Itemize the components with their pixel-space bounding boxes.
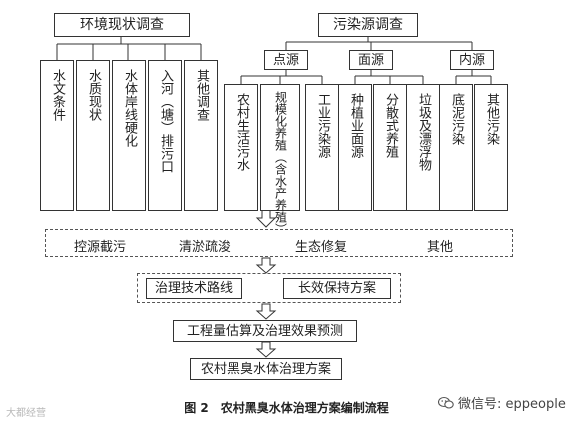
wechat-watermark: 微信号: eppeople [438, 393, 566, 412]
final-plan-box: 农村黑臭水体治理方案 [190, 358, 342, 380]
estimate-box: 工程量估算及治理效果预测 [173, 320, 357, 342]
source-item-label: 农村生活污水 [234, 93, 249, 171]
nonpoint-source-box: 面源 [349, 50, 393, 70]
long-term-plan-box: 长效保持方案 [283, 278, 391, 299]
survey-item-hydrology: 水文条件 [40, 60, 74, 211]
survey-item-sewage-outlets: 入河（塘）排污口 [148, 60, 182, 211]
source-watermark: 大都经营 [6, 408, 46, 419]
survey-item-label: 水文条件 [50, 69, 65, 121]
source-item-label: 垃圾及漂浮物 [416, 93, 431, 171]
measures-group [45, 229, 513, 257]
source-item-label: 底泥污染 [449, 93, 464, 145]
source-item-other-pollution: 其他污染 [474, 84, 508, 211]
measure-source-control: 控源截污 [73, 240, 127, 255]
survey-item-other: 其他调查 [184, 60, 218, 211]
source-item-garbage: 垃圾及漂浮物 [406, 84, 440, 211]
source-item-sediment: 底泥污染 [439, 84, 473, 211]
survey-item-label: 入河（塘）排污口 [158, 69, 173, 173]
source-item-label: 其他污染 [484, 93, 499, 145]
source-item-label: 规模化养殖（含水产养殖） [273, 91, 288, 235]
source-item-industrial: 工业污染源 [305, 84, 339, 211]
source-item-scattered-farming: 分散式养殖 [373, 84, 407, 211]
environment-survey-title: 环境现状调查 [54, 13, 190, 37]
source-item-label: 工业污染源 [315, 93, 330, 158]
survey-item-label: 其他调查 [194, 69, 209, 121]
survey-item-label: 水质现状 [86, 69, 101, 121]
technical-route-box: 治理技术路线 [146, 278, 242, 299]
measure-dredging: 清淤疏浚 [178, 240, 232, 255]
pollution-survey-title: 污染源调查 [318, 13, 418, 37]
source-item-livestock: 规模化养殖（含水产养殖） [260, 84, 300, 235]
wechat-id: 微信号: eppeople [458, 397, 566, 412]
source-item-rural-sewage: 农村生活污水 [224, 84, 258, 211]
wechat-icon [438, 396, 454, 409]
source-item-planting: 种植业面源 [338, 84, 372, 211]
plans-group [137, 273, 401, 303]
source-item-label: 分散式养殖 [383, 93, 398, 158]
measure-eco-restoration: 生态修复 [294, 240, 348, 255]
survey-item-water-quality: 水质现状 [76, 60, 110, 211]
survey-item-label: 水体岸线硬化 [122, 69, 137, 147]
internal-source-box: 内源 [450, 50, 494, 70]
measure-other: 其他 [426, 240, 454, 255]
source-item-label: 种植业面源 [348, 93, 363, 158]
point-source-box: 点源 [264, 50, 308, 70]
figure-caption: 图 2 农村黑臭水体治理方案编制流程 [184, 401, 389, 415]
survey-item-shoreline: 水体岸线硬化 [112, 60, 146, 211]
